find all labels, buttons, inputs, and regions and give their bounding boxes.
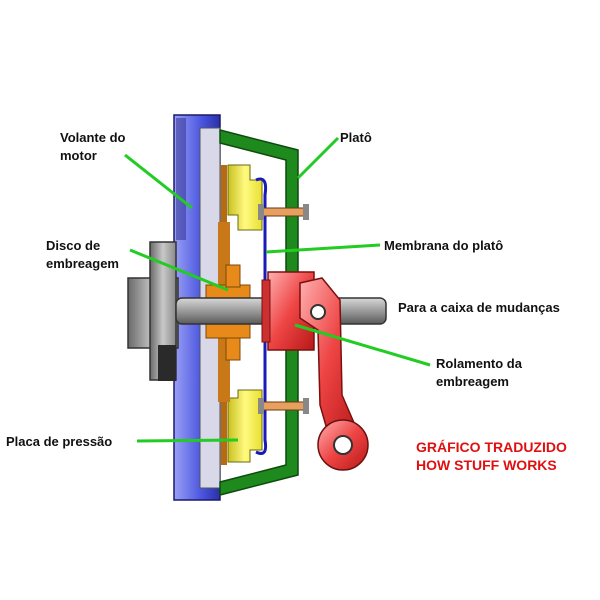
cover-pins (258, 204, 309, 414)
label-placa-pressao: Placa de pressão (6, 434, 112, 449)
label-volante-line1: Volante do (60, 130, 126, 145)
leader-line-membrana (265, 243, 381, 254)
label-membrana: Membrana do platô (384, 238, 503, 253)
pressure-plate (227, 164, 263, 463)
leader-line-rolamento (294, 323, 431, 367)
label-rolamento-line1: Rolamento da (436, 356, 523, 371)
label-plato: Platô (340, 130, 372, 145)
leader-line-placa (136, 438, 239, 443)
label-rolamento-line2: embreagem (436, 374, 509, 389)
leader-line-volante (124, 153, 193, 210)
leader-line-disco (129, 248, 229, 292)
credit-line1: GRÁFICO TRADUZIDO (416, 439, 567, 455)
label-disco-line2: embreagem (46, 256, 119, 271)
label-caixa-mudancas: Para a caixa de mudanças (398, 300, 560, 315)
label-volante-line2: motor (60, 148, 97, 163)
leader-lines (124, 136, 431, 443)
leader-line-plato (296, 136, 340, 180)
release-fork (299, 277, 369, 471)
credit-line2: HOW STUFF WORKS (416, 457, 557, 473)
label-disco-line1: Disco de (46, 238, 100, 253)
crankshaft-hub (127, 241, 179, 381)
pressure-plate-cover (219, 129, 299, 496)
